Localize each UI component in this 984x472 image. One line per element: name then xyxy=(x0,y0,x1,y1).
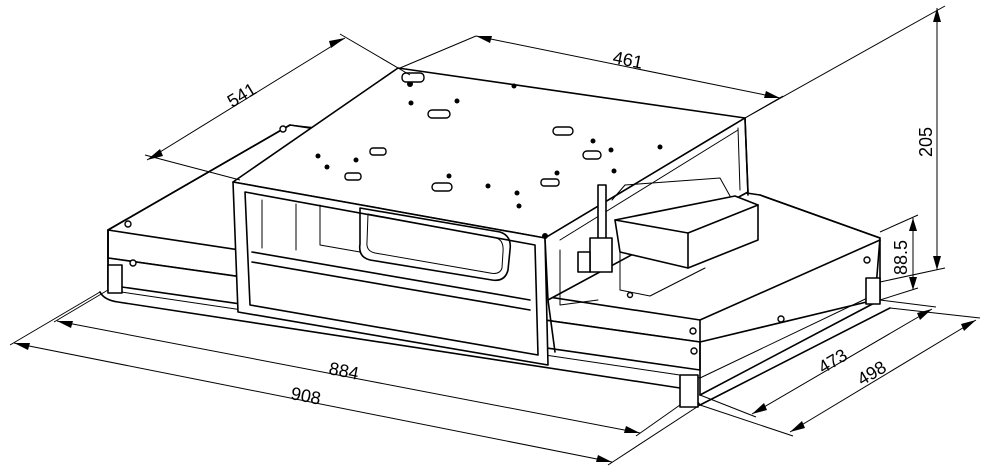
dimension-label-541: 541 xyxy=(224,79,260,112)
dimension-label-884: 884 xyxy=(327,358,360,383)
dimension-88-5: 88.5 xyxy=(879,214,919,301)
dimension-label-88-5: 88.5 xyxy=(891,240,911,275)
dimension-label-473: 473 xyxy=(815,345,851,378)
dimension-908: 908 xyxy=(9,291,701,466)
dimension-label-908: 908 xyxy=(289,383,322,408)
dimension-205: 205 xyxy=(744,5,946,283)
dimension-label-498: 498 xyxy=(854,357,890,390)
dimension-label-461: 461 xyxy=(611,47,644,72)
dimension-label-205: 205 xyxy=(916,127,936,157)
electronics-box xyxy=(542,177,759,306)
